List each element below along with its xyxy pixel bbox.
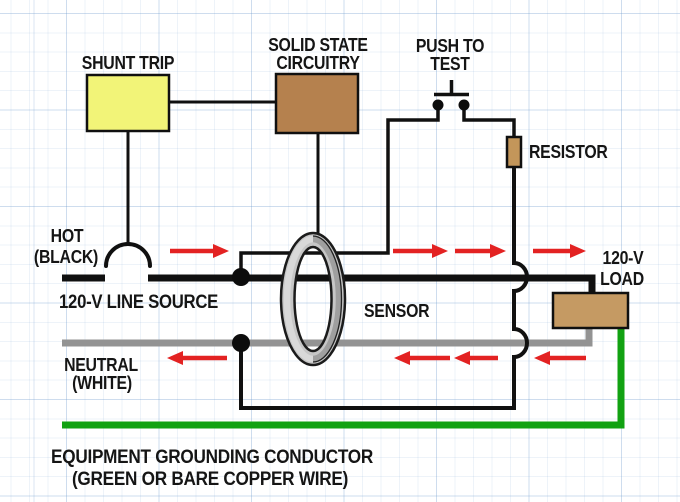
push-to-test-label-line1: PUSH TO <box>415 36 485 56</box>
current-arrows-neutral <box>167 351 586 365</box>
line-source-label: 120-V LINE SOURCE <box>59 292 219 313</box>
push-to-test-label-line2: TEST <box>430 54 470 74</box>
shunt-trip-label: SHUNT TRIP <box>81 53 175 73</box>
breaker-contact-arc <box>104 242 152 268</box>
junction-dot-neutral <box>232 334 250 352</box>
sensor-ring-body <box>279 231 347 367</box>
arrow-head <box>490 244 506 258</box>
test-circuit-wire-right-lower <box>239 167 529 410</box>
hot-label-line2: (BLACK) <box>33 247 99 267</box>
push-button-symbol <box>432 80 470 111</box>
current-arrow-hot-4 <box>533 244 586 258</box>
solid-state-label-line1: SOLID STATE <box>268 35 368 55</box>
sensor-ring-highlight <box>283 235 314 363</box>
current-arrow-neutral-1 <box>167 351 227 365</box>
arrow-head <box>454 351 470 365</box>
current-arrow-neutral-4 <box>534 351 586 365</box>
arrow-head <box>570 244 586 258</box>
resistor-box <box>505 135 523 169</box>
sensor-ring-lip <box>312 235 343 363</box>
ground-wire <box>62 328 625 429</box>
junction-dot-hot <box>232 268 250 286</box>
arrow-head <box>534 351 550 365</box>
arrow-head <box>432 244 448 258</box>
push-button-contact-left <box>432 99 444 111</box>
load-label-line1: 120-V <box>602 248 644 268</box>
arrow-head <box>394 351 410 365</box>
hot-label-line1: HOT <box>50 226 84 246</box>
sensor-ring-shade <box>312 235 343 363</box>
current-arrow-hot-1 <box>170 244 229 258</box>
arrow-head <box>213 244 229 258</box>
test-circuit-wire-right-upper <box>462 106 516 138</box>
ground-label-line1: EQUIPMENT GROUNDING CONDUCTOR <box>51 446 373 468</box>
sensor-ring <box>279 231 347 367</box>
ground-label-line2: (GREEN OR BARE COPPER WIRE) <box>71 468 349 490</box>
current-arrows-hot <box>170 244 586 258</box>
current-arrow-neutral-2 <box>394 351 450 365</box>
arrow-head <box>167 351 183 365</box>
shunt-trip-box <box>85 73 171 133</box>
neutral-label-line2: (WHITE) <box>72 373 132 393</box>
test-circuit-wire-left <box>239 106 440 270</box>
load-box <box>551 291 630 330</box>
current-arrow-hot-2 <box>393 244 448 258</box>
current-arrow-neutral-3 <box>454 351 498 365</box>
current-arrow-hot-3 <box>455 244 506 258</box>
resistor-label: RESISTOR <box>529 142 608 162</box>
solid-state-label-line2: CIRCUITRY <box>276 53 360 73</box>
sensor-label: SENSOR <box>364 301 430 321</box>
solid-state-circuitry-box <box>274 72 360 135</box>
load-label-line2: LOAD <box>600 269 644 289</box>
push-button-contact-right <box>458 99 470 111</box>
neutral-label-line1: NEUTRAL <box>64 355 138 375</box>
